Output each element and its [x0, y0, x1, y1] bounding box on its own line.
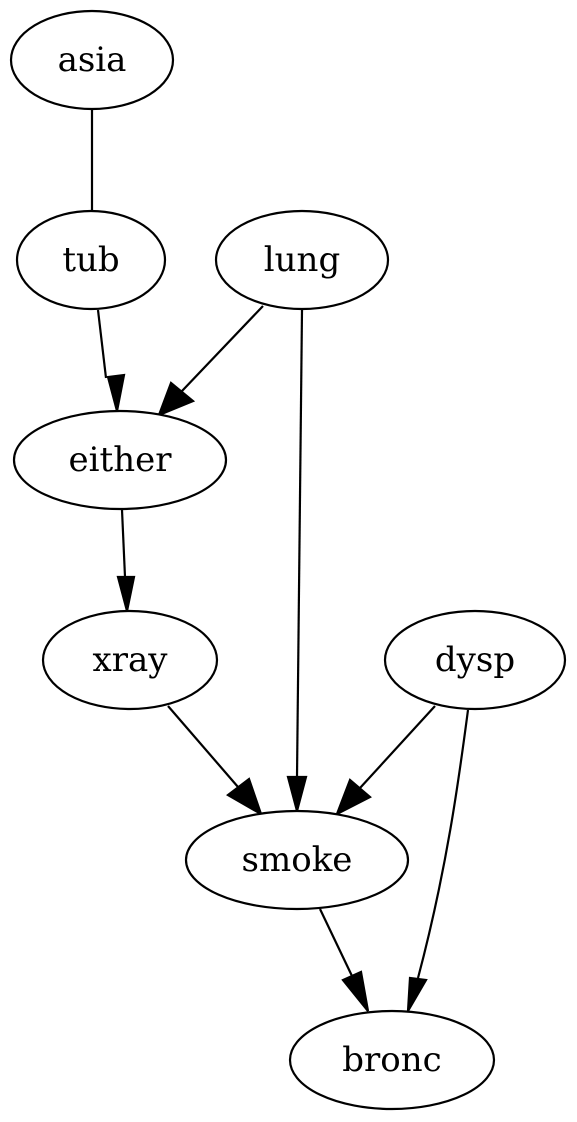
edge-either-xray	[116, 509, 136, 612]
node-ellipse-lung	[214, 209, 390, 311]
edge-line-lung-either	[181, 305, 264, 392]
node-smoke: smoke	[184, 809, 410, 911]
node-bronc: bronc	[288, 1009, 496, 1111]
node-ellipse-dysp	[383, 609, 567, 711]
node-label-dysp: dysp	[435, 640, 515, 680]
edge-line-lung-smoke	[295, 309, 304, 778]
edge-dysp-bronc	[406, 709, 470, 1012]
edge-lung-smoke	[286, 309, 308, 816]
arrowhead-lung-either	[157, 381, 196, 417]
arrowhead-xray-smoke	[226, 777, 263, 817]
arrowhead-dysp-smoke	[334, 778, 372, 817]
node-either: either	[12, 409, 228, 511]
node-label-xray: xray	[93, 640, 169, 680]
node-xray: xray	[41, 609, 219, 711]
arrowhead-smoke-bronc	[341, 970, 370, 1012]
node-ellipse-bronc	[288, 1009, 496, 1111]
edge-line-xray-smoke	[167, 705, 239, 788]
node-tub: tub	[15, 209, 167, 311]
node-label-asia: asia	[58, 40, 127, 80]
node-ellipse-either	[12, 409, 228, 511]
node-label-either: either	[69, 440, 173, 480]
edge-smoke-bronc	[319, 908, 370, 1012]
edge-xray-smoke	[167, 705, 263, 817]
arrowhead-dysp-bronc	[406, 976, 428, 1012]
nodes-layer: asia tub lung either xray dysp smoke bronc	[9, 9, 567, 1111]
edges-layer	[90, 110, 470, 1012]
edge-lung-either	[157, 305, 264, 417]
node-label-bronc: bronc	[342, 1040, 441, 1080]
node-label-lung: lung	[264, 240, 340, 280]
edge-line-dysp-bronc	[416, 709, 470, 979]
edge-dysp-smoke	[334, 705, 436, 817]
edge-line-dysp-smoke	[359, 705, 436, 789]
edge-line-either-xray	[120, 509, 127, 578]
edge-tub-either	[96, 309, 126, 412]
node-ellipse-xray	[41, 609, 219, 711]
node-ellipse-asia	[9, 9, 175, 111]
node-asia: asia	[9, 9, 175, 111]
arrowhead-lung-smoke	[286, 775, 308, 816]
node-ellipse-tub	[15, 209, 167, 311]
node-ellipse-smoke	[184, 809, 410, 911]
node-label-tub: tub	[62, 240, 119, 280]
arrowhead-tub-either	[106, 373, 126, 412]
edge-line-smoke-bronc	[319, 908, 353, 977]
node-dysp: dysp	[383, 609, 567, 711]
edge-line-tub-either	[96, 309, 108, 379]
node-lung: lung	[214, 209, 390, 311]
arrowhead-either-xray	[116, 575, 136, 612]
node-label-smoke: smoke	[242, 840, 353, 880]
